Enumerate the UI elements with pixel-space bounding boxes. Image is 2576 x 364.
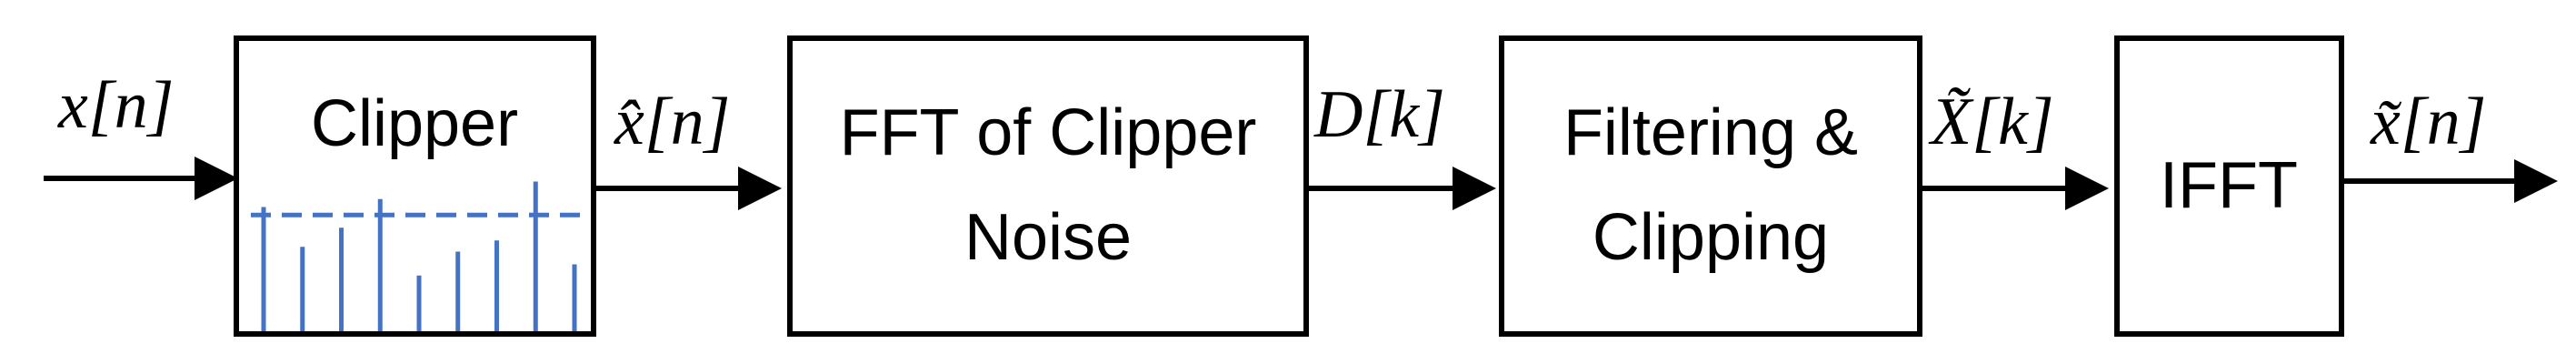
filter-block: Filtering & Clipping xyxy=(1499,35,1922,337)
clipper-block: Clipper xyxy=(234,35,596,337)
fft-label-line-1: FFT of Clipper xyxy=(840,96,1257,169)
filter-box xyxy=(1499,35,1922,337)
fft-to-filter-arrowhead xyxy=(1453,167,1496,210)
filter-label-line-1: Filtering & xyxy=(1563,96,1858,169)
fft-block: FFT of Clipper Noise xyxy=(787,35,1309,337)
filter-to-ifft-arrowhead xyxy=(2065,167,2109,210)
noise-spectrum-label: D[k] xyxy=(1313,77,1445,152)
output-signal-label: x̃[n] xyxy=(2370,85,2486,159)
clipper-to-fft-arrowhead xyxy=(738,167,782,210)
fft-label-line-2: Noise xyxy=(964,201,1132,274)
clipped-signal-label: x̂[n] xyxy=(614,85,730,159)
ifft-label: IFFT xyxy=(2160,149,2298,222)
filtered-spectrum-label: X̃[k] xyxy=(1928,85,2054,159)
signal-labels: x[n] x̂[n] D[k] X̃[k] x̃[n] xyxy=(57,68,2486,159)
clipper-label: Clipper xyxy=(311,87,518,160)
connectors xyxy=(44,157,2558,210)
filter-label-line-2: Clipping xyxy=(1593,201,1829,274)
clipper-waveform-icon xyxy=(251,181,582,331)
fft-box xyxy=(787,35,1309,337)
ifft-block: IFFT xyxy=(2114,35,2344,337)
clipper-box xyxy=(234,35,596,337)
ifft-box xyxy=(2114,35,2344,337)
input-signal-label: x[n] xyxy=(57,68,174,143)
output-arrowhead xyxy=(2514,159,2558,203)
input-arrowhead xyxy=(195,157,238,200)
